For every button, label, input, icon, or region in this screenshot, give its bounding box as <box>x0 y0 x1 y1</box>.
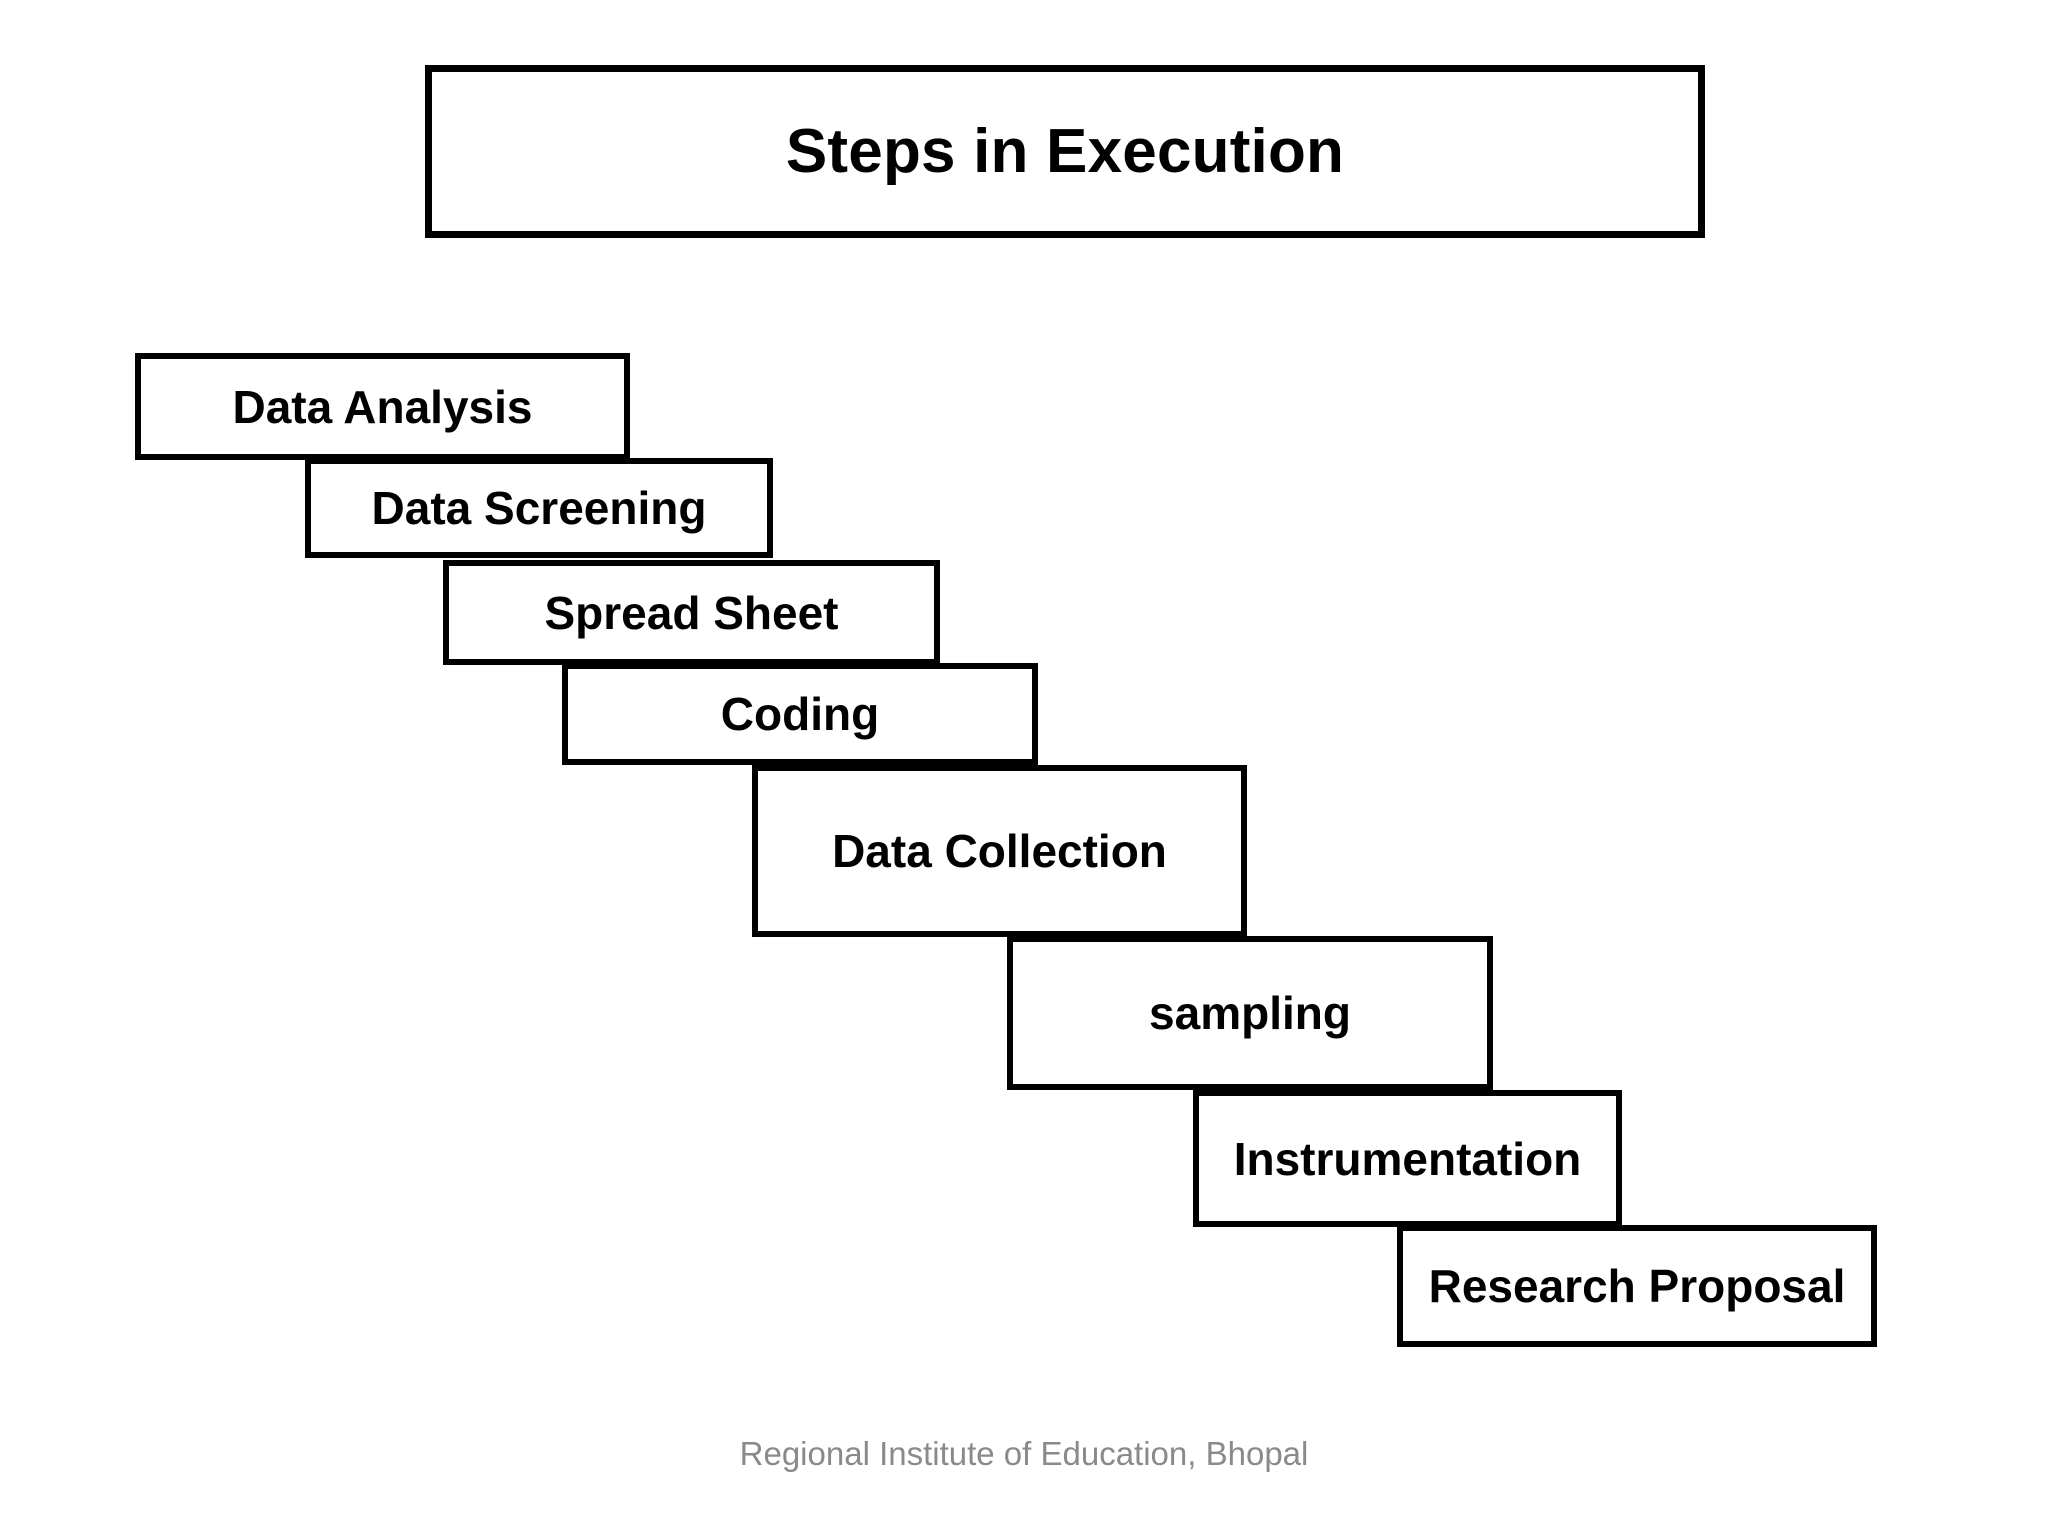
step-label-data-collection: Data Collection <box>832 825 1167 877</box>
step-box-research-proposal[interactable]: Research Proposal <box>1397 1225 1877 1347</box>
footer-credit-text: Regional Institute of Education, Bhopal <box>739 1435 1309 1472</box>
step-box-sampling[interactable]: sampling <box>1007 936 1493 1090</box>
step-box-data-screening[interactable]: Data Screening <box>305 458 773 558</box>
step-label-sampling: sampling <box>1149 987 1351 1039</box>
step-label-data-screening: Data Screening <box>371 482 707 534</box>
title-box: Steps in Execution <box>425 65 1705 238</box>
step-label-data-analysis: Data Analysis <box>232 380 533 433</box>
step-box-instrumentation[interactable]: Instrumentation <box>1193 1090 1622 1227</box>
page-title: Steps in Execution <box>785 116 1345 186</box>
step-label-research-proposal: Research Proposal <box>1428 1260 1846 1312</box>
step-label-coding: Coding <box>720 688 880 740</box>
step-box-data-collection[interactable]: Data Collection <box>752 765 1247 937</box>
step-box-data-analysis[interactable]: Data Analysis <box>135 353 630 460</box>
footer: Regional Institute of Education, Bhopal <box>0 1437 2048 1470</box>
step-label-instrumentation: Instrumentation <box>1233 1132 1582 1185</box>
step-box-spread-sheet[interactable]: Spread Sheet <box>443 560 940 665</box>
step-box-coding[interactable]: Coding <box>562 663 1038 765</box>
step-label-spread-sheet: Spread Sheet <box>544 586 839 639</box>
